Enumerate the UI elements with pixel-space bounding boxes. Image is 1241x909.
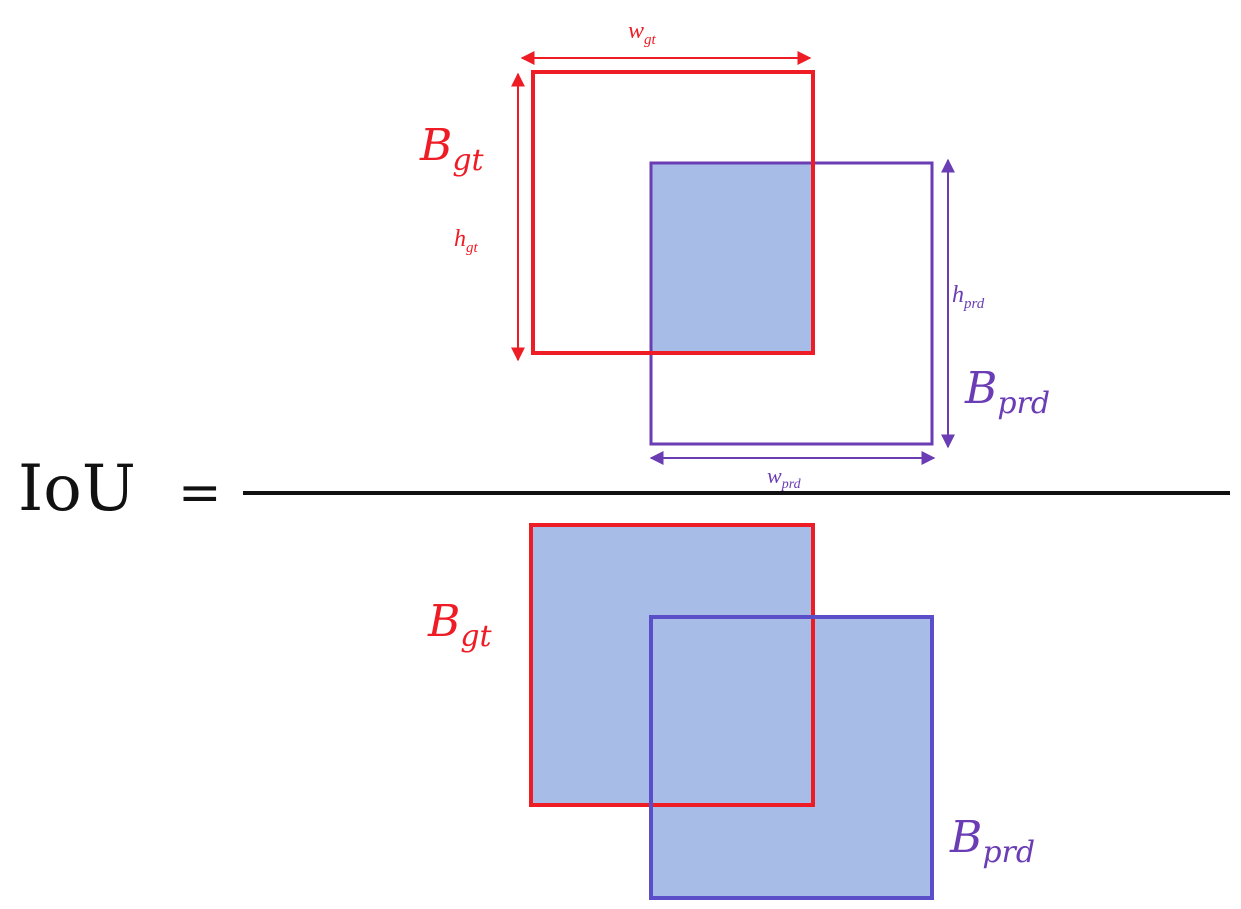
union-gt-label: Bgt [427,596,493,654]
ground-truth-box-outline [531,70,815,355]
gt-width-label: wgt [628,18,657,48]
iou-title: IoU [18,452,136,526]
union-prd-fill [651,617,932,898]
prd-height-label: hprd [952,282,985,312]
intersection-fill [651,163,813,353]
union-prd-outline [649,615,934,900]
denominator-group: Bgt Bprd [427,523,1035,900]
union-prd-label: Bprd [949,812,1035,870]
union-gt-outline [529,523,815,807]
gt-box-label: Bgt [419,120,485,178]
equals-sign: = [178,463,222,523]
gt-height-label: hgt [454,226,479,256]
numerator-group: wgt hgt hprd wprd Bgt Bprd [419,18,1050,492]
prediction-box-outline [649,161,934,446]
prd-width-label: wprd [767,463,802,492]
prd-box-label: Bprd [964,363,1050,421]
